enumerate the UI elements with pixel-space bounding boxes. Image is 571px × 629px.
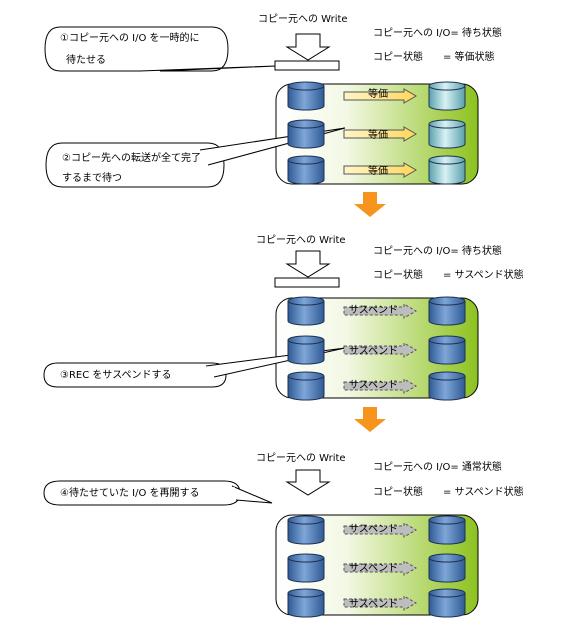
- link-label-2-2: サスペンド: [349, 346, 399, 357]
- target-disk-2-3: [428, 371, 466, 401]
- source-disk-1-1: [287, 81, 325, 111]
- write-arrow-3: [285, 469, 331, 496]
- source-disk-2-1: [287, 296, 325, 326]
- link-arrow-2-1: [343, 303, 417, 319]
- copy-status-value-3: = サスペンド状態: [443, 487, 524, 498]
- callout-4-line1: ④待たせていた I/O を再開する: [60, 488, 200, 499]
- link-arrow-3-1: [343, 522, 417, 538]
- link-arrow-2-3: [343, 378, 417, 394]
- write-label-2: コピー元への Write: [256, 235, 346, 246]
- source-disk-2-3: [287, 371, 325, 401]
- callout-bubble-1: [44, 26, 277, 72]
- link-label-3-1: サスペンド: [349, 524, 399, 535]
- write-label-1: コピー元への Write: [258, 14, 348, 25]
- link-arrow-1-3: [343, 162, 417, 178]
- source-disk-3-1: [287, 515, 325, 545]
- write-arrow-1: [274, 33, 340, 71]
- link-label-2-3: サスペンド: [349, 380, 399, 391]
- link-arrow-1-2: [343, 126, 417, 142]
- link-label-1-2: 等価: [368, 130, 388, 141]
- copy-status-value-2: = サスペンド状態: [443, 270, 524, 281]
- target-disk-1-3: [428, 155, 466, 185]
- io-status-2: コピー元への I/O= 待ち状態: [373, 246, 502, 257]
- copy-status-value-1: = 等価状態: [443, 52, 495, 63]
- io-status-3: コピー元への I/O= 通常状態: [373, 462, 502, 473]
- callout-3-line1: ③REC をサスペンドする: [60, 370, 172, 381]
- io-status-1: コピー元への I/O= 待ち状態: [373, 28, 502, 39]
- copy-status-label-1: コピー状態: [373, 52, 423, 63]
- link-label-1-1: 等価: [368, 89, 388, 100]
- target-disk-3-3: [428, 588, 466, 618]
- target-disk-1-2: [428, 119, 466, 149]
- link-arrow-2-2: [343, 342, 417, 358]
- link-label-1-3: 等価: [368, 166, 388, 177]
- callout-2-line2: するまで待つ: [62, 173, 122, 184]
- link-label-2-1: サスペンド: [349, 305, 399, 316]
- source-disk-1-3: [287, 155, 325, 185]
- target-disk-2-1: [428, 296, 466, 326]
- target-disk-3-2: [428, 553, 466, 583]
- source-disk-2-2: [287, 335, 325, 365]
- link-label-3-3: サスペンド: [349, 599, 399, 610]
- link-arrow-3-2: [343, 560, 417, 576]
- link-label-3-2: サスペンド: [349, 563, 399, 574]
- callout-2-line1: ②コピー先への転送が全て完了: [62, 153, 201, 164]
- callout-bubble-4: [43, 480, 273, 506]
- copy-status-label-2: コピー状態: [373, 270, 423, 281]
- target-disk-1-1: [428, 81, 466, 111]
- source-disk-3-3: [287, 588, 325, 618]
- transition-arrow-1: [354, 192, 386, 217]
- write-label-3: コピー元への Write: [256, 453, 346, 464]
- callout-1-line2: 待たせる: [66, 55, 106, 66]
- source-disk-1-2: [287, 119, 325, 149]
- link-arrow-3-3: [343, 595, 417, 611]
- link-arrow-1-1: [343, 88, 417, 104]
- callout-1-line1: ①コピー元への I/O を一時的に: [60, 33, 200, 44]
- copy-status-label-3: コピー状態: [373, 487, 423, 498]
- target-disk-2-2: [428, 335, 466, 365]
- target-disk-3-1: [428, 515, 466, 545]
- transition-arrow-2: [354, 407, 386, 432]
- write-arrow-2: [274, 250, 340, 288]
- storage-elements: [287, 81, 466, 618]
- source-disk-3-2: [287, 553, 325, 583]
